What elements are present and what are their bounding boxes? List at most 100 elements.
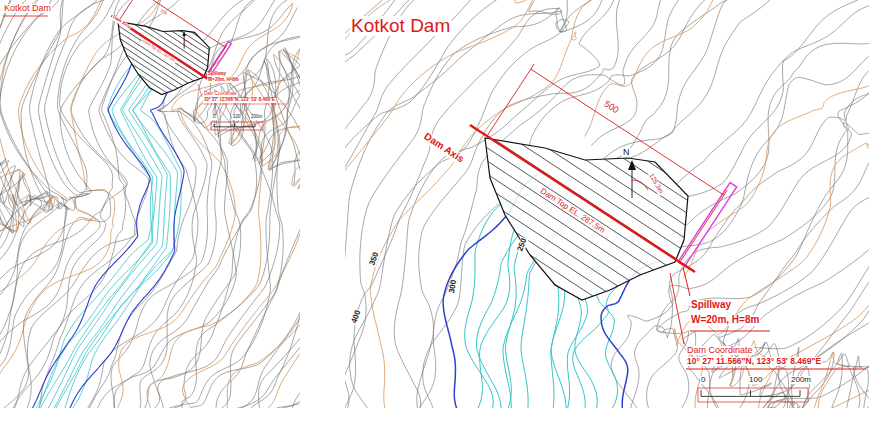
scale-tick <box>800 390 801 396</box>
contour-line <box>77 0 281 408</box>
hatch-line <box>39 0 265 145</box>
scale-number: 0 <box>700 376 706 384</box>
dimension-line <box>206 45 227 77</box>
scale-number: 0 <box>212 115 217 120</box>
hatch-line <box>104 0 300 46</box>
hatch-line <box>345 176 751 408</box>
hatch-line <box>376 0 869 312</box>
hatch-line <box>45 0 271 137</box>
contour-line <box>0 0 95 406</box>
contour-line <box>808 172 869 408</box>
contour-line <box>683 59 869 408</box>
contour-line <box>786 156 869 408</box>
contour-line <box>345 0 724 408</box>
right-map <box>345 0 869 408</box>
hatch-line <box>28 14 254 162</box>
contour-line <box>110 28 300 408</box>
contour-line <box>7 0 224 408</box>
reservoir-boundary <box>30 35 150 408</box>
contour-line <box>196 33 300 408</box>
contour-line <box>345 0 819 408</box>
hatch-line <box>85 0 300 75</box>
spillway-channel <box>678 183 737 267</box>
hatch-line <box>345 140 776 408</box>
dimension-line <box>680 190 727 262</box>
hatch-line <box>80 0 300 83</box>
scale-number: 100 <box>232 115 242 120</box>
contour-line <box>15 0 238 408</box>
scale-tick <box>701 390 702 396</box>
contour-line <box>601 0 869 161</box>
contour-line <box>240 32 300 408</box>
dimension-line <box>531 69 724 195</box>
hatch-line <box>449 0 869 202</box>
coordinate-heading: Dam Coordinate <box>686 346 754 355</box>
contour-line <box>169 59 300 408</box>
hatch-line <box>50 0 276 129</box>
contour-line <box>222 29 300 408</box>
dimension-line <box>119 0 140 21</box>
reservoir-contour <box>47 52 167 408</box>
dam-hatch <box>345 0 869 408</box>
hatch-line <box>364 2 866 331</box>
reservoir-contour <box>35 45 157 408</box>
dam-right <box>345 0 869 408</box>
contour-line <box>861 286 869 408</box>
hatch-line <box>61 0 287 112</box>
angle-arc <box>184 41 191 46</box>
contour-line <box>792 169 869 408</box>
contour-line <box>345 0 836 408</box>
contour-line <box>188 51 300 408</box>
hatch-line <box>77 0 300 87</box>
hatch-line <box>425 0 869 238</box>
axis-label: Dam Axis <box>111 14 132 30</box>
contour-line <box>345 0 769 408</box>
contour-line <box>184 56 300 408</box>
map-title: Kotkot Dam <box>3 4 52 13</box>
contour-line <box>0 0 140 408</box>
hatch-line <box>31 10 257 158</box>
scale-tick <box>255 124 256 127</box>
reservoir-contour <box>33 42 153 408</box>
hatch-line <box>345 75 818 404</box>
title-underline <box>3 16 48 17</box>
contour-line <box>0 0 122 408</box>
spillway-label: Spillway <box>207 72 227 77</box>
reservoir-contour <box>50 55 173 408</box>
contour-line <box>345 0 728 408</box>
north-label: N <box>622 148 631 157</box>
underline <box>686 369 866 370</box>
coordinate-value: 10° 27' 11.566"N, 123° 53' 8.469"E <box>203 98 276 103</box>
hatch-line <box>37 2 263 150</box>
contour-line <box>345 0 813 408</box>
hatch-line <box>56 0 282 121</box>
contour-line <box>345 0 765 408</box>
dimension-line <box>487 64 534 136</box>
underline <box>690 331 770 332</box>
scale-number: 200m <box>790 376 812 384</box>
hatch-line <box>443 0 869 211</box>
angle-label: 125.3m <box>647 172 665 196</box>
leader-line <box>198 84 202 97</box>
contour-line <box>345 0 805 408</box>
hatch-line <box>99 0 300 54</box>
contour-line <box>809 221 869 408</box>
hatch-line <box>394 0 869 284</box>
hatch-line <box>346 29 848 358</box>
dam-outline <box>118 22 209 95</box>
hatch-line <box>345 195 739 408</box>
contour-line <box>606 0 869 167</box>
contour-line <box>664 0 869 252</box>
axis-label: Dam Axis <box>421 131 466 166</box>
hatch-line <box>26 18 252 166</box>
hatch-line <box>345 204 733 408</box>
contour-line <box>108 0 289 408</box>
hatch-line <box>23 22 249 170</box>
contour-line <box>345 0 762 408</box>
hatch-line <box>345 167 757 408</box>
contour-label: 300 <box>448 278 459 295</box>
spillway-channel <box>205 42 231 80</box>
hatch-line <box>42 0 268 141</box>
contour-line <box>829 232 869 408</box>
contour-line <box>683 0 869 278</box>
